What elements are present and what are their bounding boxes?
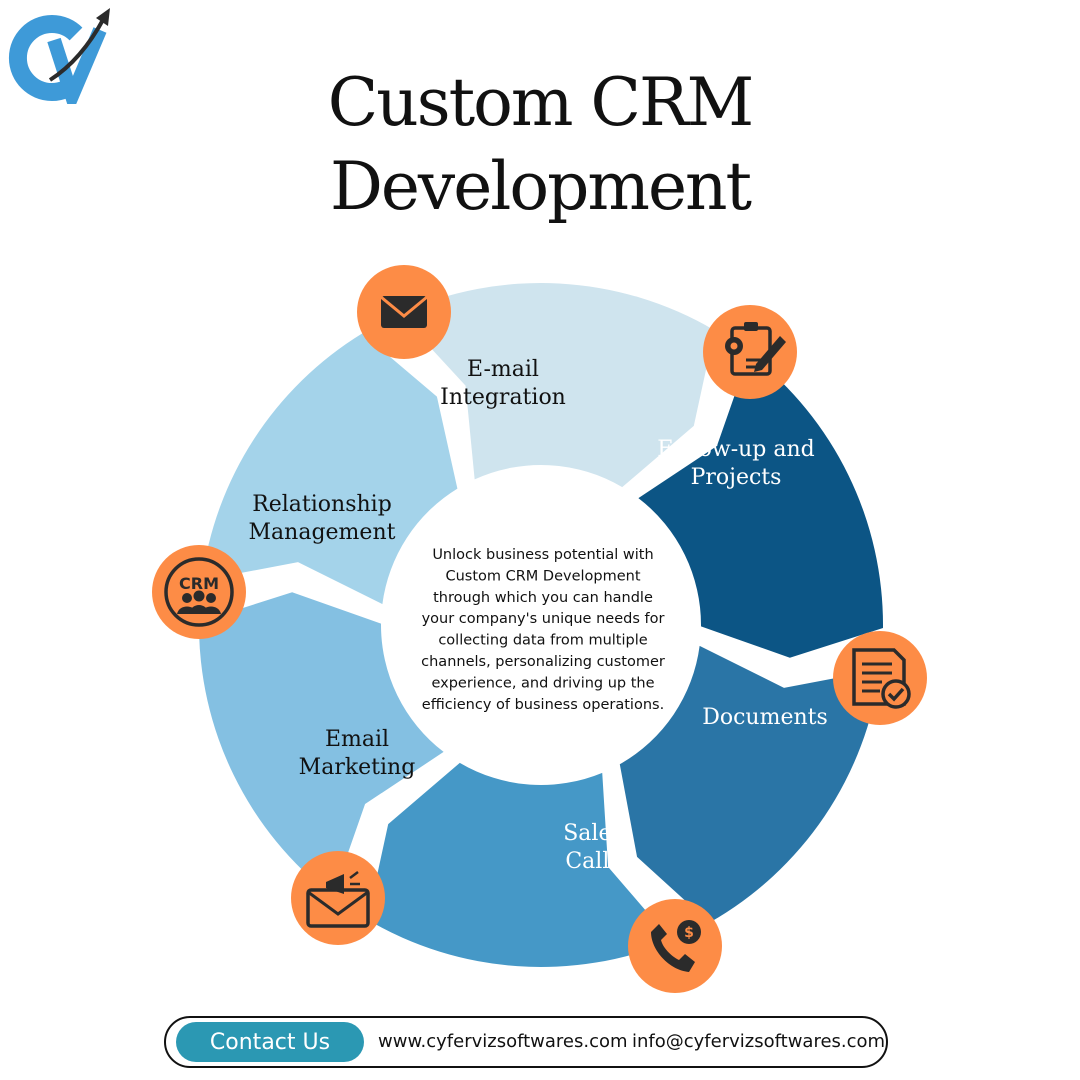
svg-text:$: $ — [684, 925, 694, 941]
clipboard-gear-icon — [703, 305, 797, 399]
page-title-line1: Custom CRM — [327, 64, 754, 141]
crm-people-icon: CRM — [152, 545, 246, 639]
contact-us-button[interactable]: Contact Us — [176, 1022, 364, 1062]
segment-follow-up-projects — [638, 353, 883, 658]
megaphone-envelope-icon — [291, 851, 385, 945]
segment-email-integration — [399, 282, 715, 488]
svg-text:CRM: CRM — [179, 574, 219, 593]
company-logo — [9, 8, 110, 104]
segment-documents — [619, 645, 881, 923]
segment-email-marketing — [199, 592, 444, 897]
segment-sales-calls — [367, 762, 672, 967]
email-link[interactable]: info@cyfervizsoftwares.com — [632, 1031, 886, 1052]
segment-label-documents: Documents — [702, 705, 828, 730]
center-circle — [383, 467, 699, 783]
envelope-icon — [357, 265, 451, 359]
page-title-line2: Development — [329, 148, 752, 225]
contact-footer: Contact Us www.cyfervizsoftwares.com inf… — [164, 1016, 888, 1068]
phone-dollar-icon: $ — [628, 899, 722, 993]
document-check-icon — [833, 631, 927, 725]
segment-relationship-management — [201, 333, 458, 605]
website-link[interactable]: www.cyfervizsoftwares.com — [378, 1031, 628, 1052]
